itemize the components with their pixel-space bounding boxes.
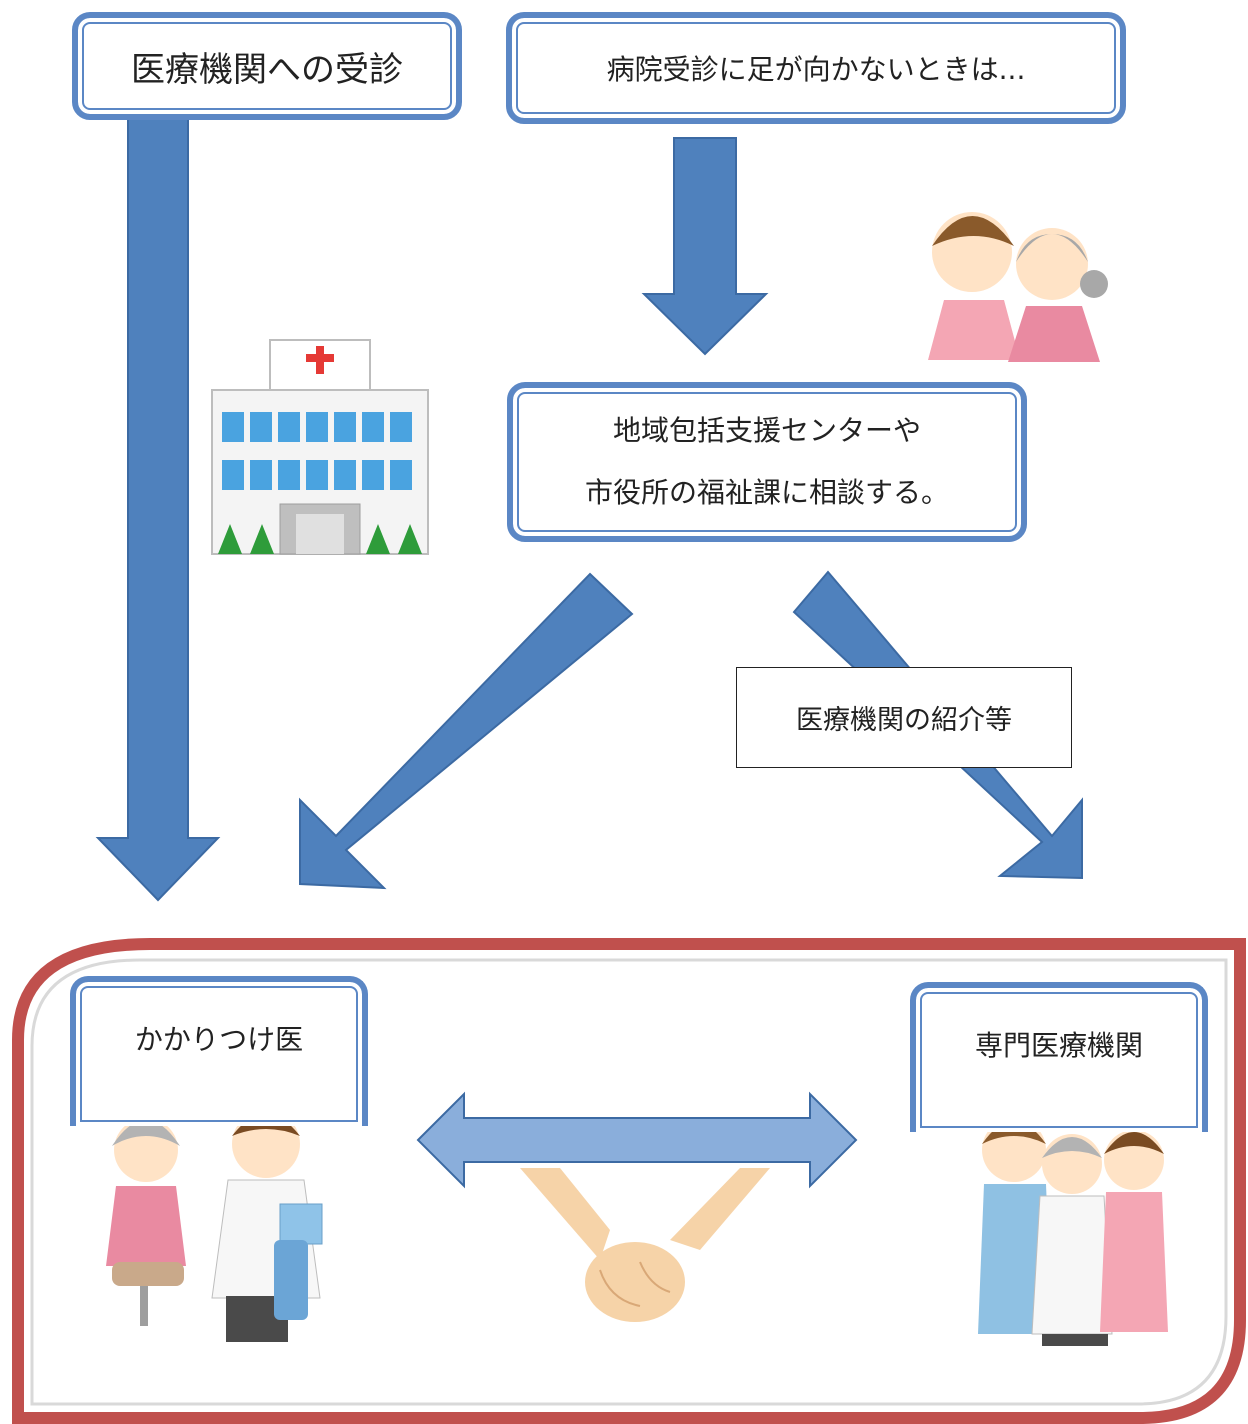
doctor-and-patient-icon [106, 1110, 323, 1342]
box-medical-visit-label: 医療機関への受診 [131, 49, 403, 90]
double-arrow [416, 1091, 858, 1189]
label-specialist-text: 専門医療機関 [974, 1029, 1143, 1062]
hospital-building-icon [211, 339, 429, 555]
box-reluctant-visit: 病院受診に足が向かないときは... [506, 12, 1126, 124]
box-consult-line1: 地域包括支援センターや [612, 414, 921, 447]
holding-hands-icon [520, 1168, 770, 1322]
box-medical-visit: 医療機関への受診 [72, 12, 462, 120]
bottom-frame [12, 938, 1246, 1424]
medical-team-icon [978, 1118, 1168, 1346]
arrow-left-down [95, 117, 221, 902]
arrow-to-center [641, 137, 769, 356]
arrow-diagonal-left [299, 572, 634, 890]
label-family-doctor-text: かかりつけ医 [134, 1023, 304, 1056]
box-reluctant-visit-label: 病院受診に足が向かないときは... [606, 53, 1026, 86]
label-family-doctor: かかりつけ医 [70, 976, 368, 1126]
note-referral-label: 医療機関の紹介等 [796, 705, 1012, 736]
note-referral: 医療機関の紹介等 [736, 667, 1072, 768]
box-consult-center: 地域包括支援センターや 市役所の福祉課に相談する。 [507, 382, 1027, 542]
label-specialist: 専門医療機関 [910, 982, 1208, 1132]
box-consult-line2: 市役所の福祉課に相談する。 [584, 476, 949, 509]
nurse-and-elderly-woman-icon [928, 212, 1108, 362]
